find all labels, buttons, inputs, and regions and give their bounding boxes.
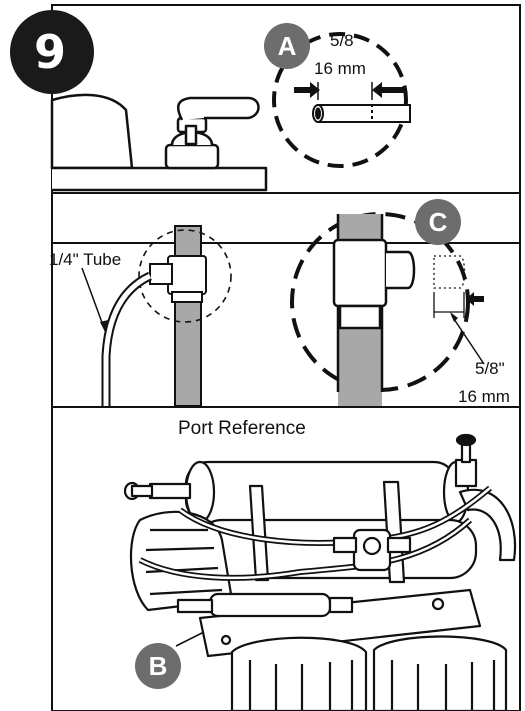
- tube-segment-a: [312, 104, 411, 123]
- panel-top-faucet: A 5/8" 16 mm: [50, 23, 411, 192]
- step-badge: 9: [10, 10, 94, 94]
- callout-b-label: B: [149, 651, 168, 681]
- tube-leader-line: [81, 267, 105, 329]
- diagram-frame: [51, 4, 521, 711]
- detail-c-tube-end: [433, 255, 466, 289]
- dimension-c-metric: 16 mm: [458, 387, 510, 406]
- panel-middle-fitting: 1/4" Tube C 5/8" 16 mm: [49, 199, 520, 407]
- tube-label: 1/4" Tube: [49, 250, 121, 269]
- dimension-c-fraction: 5/8": [475, 359, 505, 378]
- dimension-a-metric: 16 mm: [314, 59, 366, 78]
- callout-b: B: [135, 643, 181, 689]
- supply-pipe: [174, 225, 202, 407]
- panel-bottom-ro-system: Port Reference: [123, 418, 517, 711]
- callout-c-label: C: [429, 207, 448, 237]
- callout-b-leader: [175, 631, 205, 647]
- faucet-illustration: [50, 93, 268, 192]
- measure-arrows-a: [294, 82, 406, 100]
- port-reference-title: Port Reference: [178, 418, 306, 439]
- dimension-a-fraction: 5/8": [330, 31, 360, 50]
- tee-fitting: [149, 255, 207, 303]
- ro-system-illustration: [123, 433, 517, 711]
- detail-circle-fitting: [138, 229, 232, 323]
- detail-circle-a: [272, 32, 408, 168]
- callout-c: C: [415, 199, 461, 245]
- detail-c-fitting: [332, 214, 416, 406]
- callout-a-label: A: [278, 31, 297, 61]
- step-number: 9: [34, 25, 66, 79]
- callout-a: A: [264, 23, 310, 69]
- measure-arrows-c: [433, 292, 485, 365]
